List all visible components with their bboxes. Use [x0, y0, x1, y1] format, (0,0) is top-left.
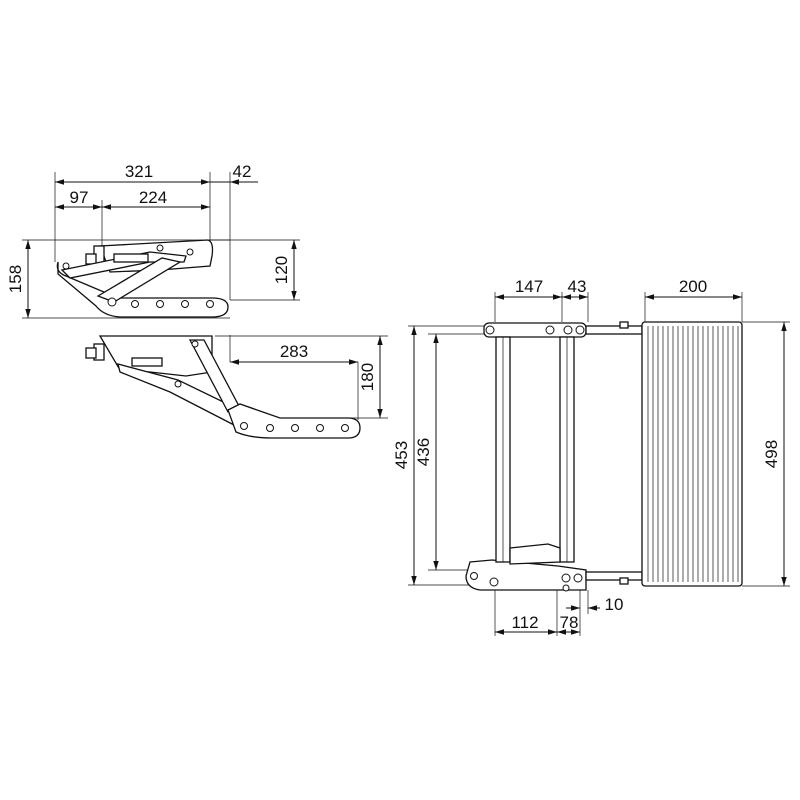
dim-498: 498	[762, 440, 781, 468]
upper-arm	[60, 251, 187, 279]
dim-436: 436	[414, 438, 433, 466]
dim-200: 200	[679, 277, 707, 296]
dim-321: 321	[125, 162, 153, 181]
step-tread-extended	[227, 403, 361, 439]
dim-78: 78	[560, 613, 579, 632]
dim-224: 224	[139, 188, 167, 207]
dim-43: 43	[568, 277, 587, 296]
dim-147: 147	[515, 277, 543, 296]
tread-ribs	[647, 326, 739, 582]
dim-453: 453	[392, 441, 411, 469]
dim-180: 180	[358, 363, 377, 391]
ribbed-tread	[641, 321, 743, 587]
dim-112: 112	[511, 613, 538, 632]
label-plate	[113, 253, 149, 263]
retracted-step-view	[22, 172, 300, 319]
dim-10: 10	[605, 595, 624, 614]
dim-158: 158	[6, 265, 25, 293]
dim-120: 120	[272, 256, 291, 284]
extended-step-view	[85, 335, 388, 439]
center-bracket	[509, 543, 561, 565]
dim-97: 97	[70, 188, 89, 207]
dimension-labels: 321 42 97 224 158 120 283 180 147 43 200…	[6, 162, 781, 632]
dim-42: 42	[233, 162, 252, 181]
plan-view	[408, 292, 790, 636]
dim-283: 283	[280, 342, 308, 361]
